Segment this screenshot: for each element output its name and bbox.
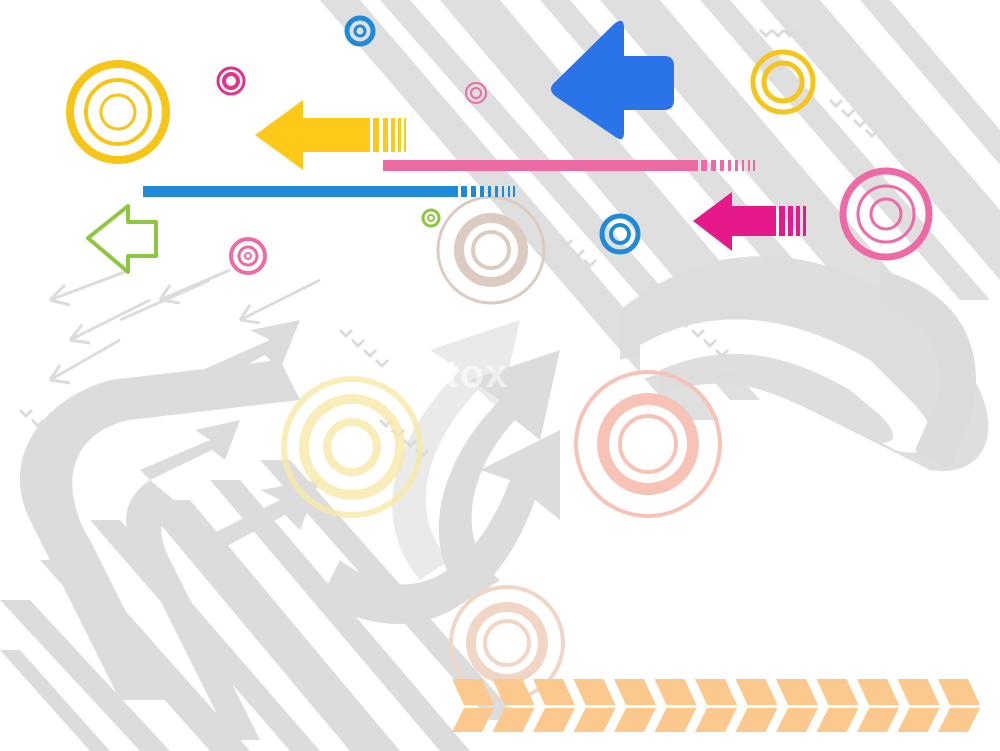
chevron-segment-lower [776, 708, 818, 732]
chevron-segment-upper [492, 679, 535, 705]
diagonal-stripes-bottom-left [0, 460, 520, 751]
curved-arrow-center [438, 350, 560, 600]
arrow-left-icon [693, 192, 806, 251]
watermark-text: otox [420, 352, 509, 396]
arrow-left-icon [551, 20, 674, 140]
arrow-left-icon [86, 204, 158, 274]
chevron-segment-upper [452, 679, 494, 705]
concentric-circle-icon [66, 60, 170, 164]
chevron-segment-upper [897, 679, 940, 705]
concentric-circle-icon [465, 82, 487, 104]
chevron-segment-lower [695, 708, 737, 732]
chevron-segment-lower [654, 708, 697, 732]
chevron-segment-upper [533, 679, 575, 705]
horizontal-lines [143, 160, 755, 197]
chevron-segment-upper [857, 679, 899, 705]
chevron-band-icon [452, 679, 980, 732]
blue-line-ticks [461, 186, 515, 197]
chevron-segment-upper [614, 679, 656, 705]
chevron-segment-lower [533, 708, 575, 732]
gray-arrows-left [140, 320, 320, 555]
salmon-circle [574, 370, 722, 518]
tan-circle [436, 195, 546, 305]
blue-line [143, 186, 458, 197]
chevron-segment-lower [573, 708, 616, 732]
concentric-circle-icon [421, 208, 441, 228]
concentric-circle-icon [216, 66, 246, 96]
chevron-segment-upper [695, 679, 737, 705]
chevron-segment-upper [776, 679, 818, 705]
faded-circles [281, 195, 722, 701]
chevron-segment-upper [938, 679, 980, 705]
concentric-circle-icon [839, 167, 933, 261]
gray-chevron-tracks [18, 28, 880, 599]
chevron-segment-lower [897, 708, 940, 732]
chevron-segment-upper [816, 679, 859, 705]
chevron-segment-upper [654, 679, 697, 705]
arrow-left-icon [255, 100, 406, 170]
chevron-segment-lower [857, 708, 899, 732]
curved-loop-right [880, 270, 976, 470]
pale-yellow-circle [281, 376, 423, 518]
chevron-segment-lower [492, 708, 535, 732]
chevron-segment-lower [735, 708, 778, 732]
concentric-circle-icon [344, 15, 376, 47]
chevron-segment-lower [452, 708, 494, 732]
chevron-segment-lower [938, 708, 980, 732]
thin-line-arrows-left [48, 268, 321, 385]
chevron-segment-upper [573, 679, 616, 705]
chevron-segment-lower [614, 708, 656, 732]
pink-line-ticks [701, 160, 755, 171]
concentric-circle-icon [599, 213, 641, 255]
concentric-circle-icon [750, 49, 816, 115]
chevron-segment-lower [816, 708, 859, 732]
chevron-segment-upper [735, 679, 778, 705]
pink-line [383, 160, 698, 171]
concentric-circle-icon [229, 237, 267, 275]
